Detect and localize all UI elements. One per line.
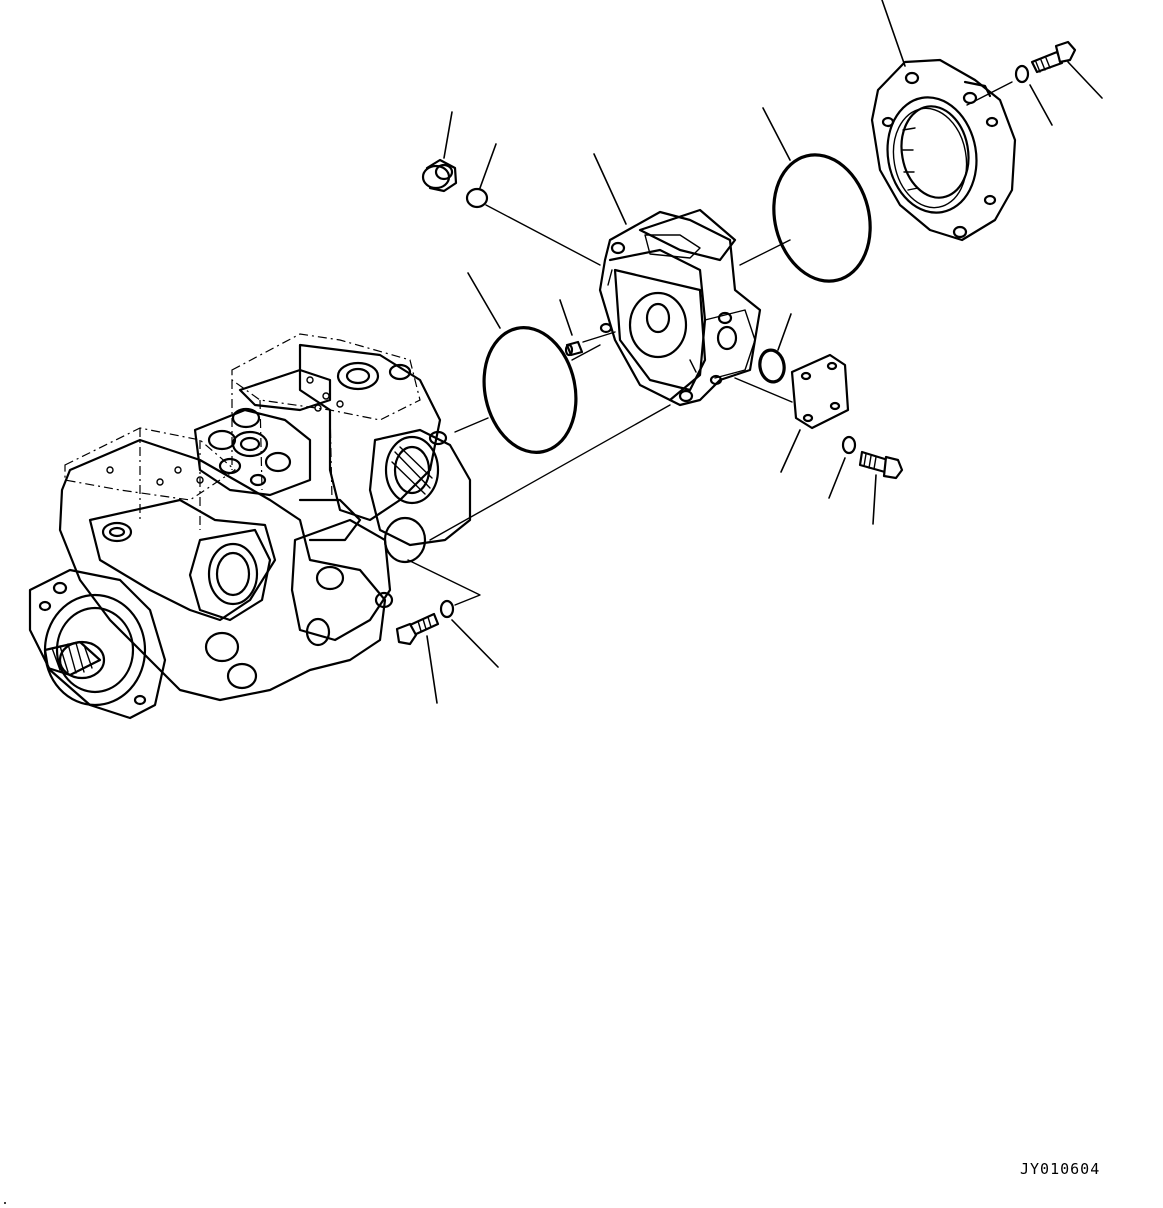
small-o-ring-cover [758,348,786,384]
leader-lines [426,0,1103,704]
washer-flange [1014,64,1030,84]
bolt-mount [395,612,440,646]
main-pump-assembly [28,333,472,720]
large-o-ring-left [482,326,578,454]
bolt-flange [1030,40,1077,74]
corner-mark [4,1202,6,1204]
pump-end-cover [598,208,762,407]
drawing-code: JY010604 [1020,1160,1101,1178]
cover-plate [790,353,850,430]
plug [421,158,458,193]
dowel-pin [564,340,584,357]
seal-housing-flange [870,58,1017,242]
washer-mount [439,599,455,619]
bolt-cover-plate [858,450,904,480]
large-o-ring-right [772,153,872,283]
assembly-lines [407,81,1013,606]
small-o-ring-plug [465,187,489,209]
washer-cover-plate [841,435,857,455]
